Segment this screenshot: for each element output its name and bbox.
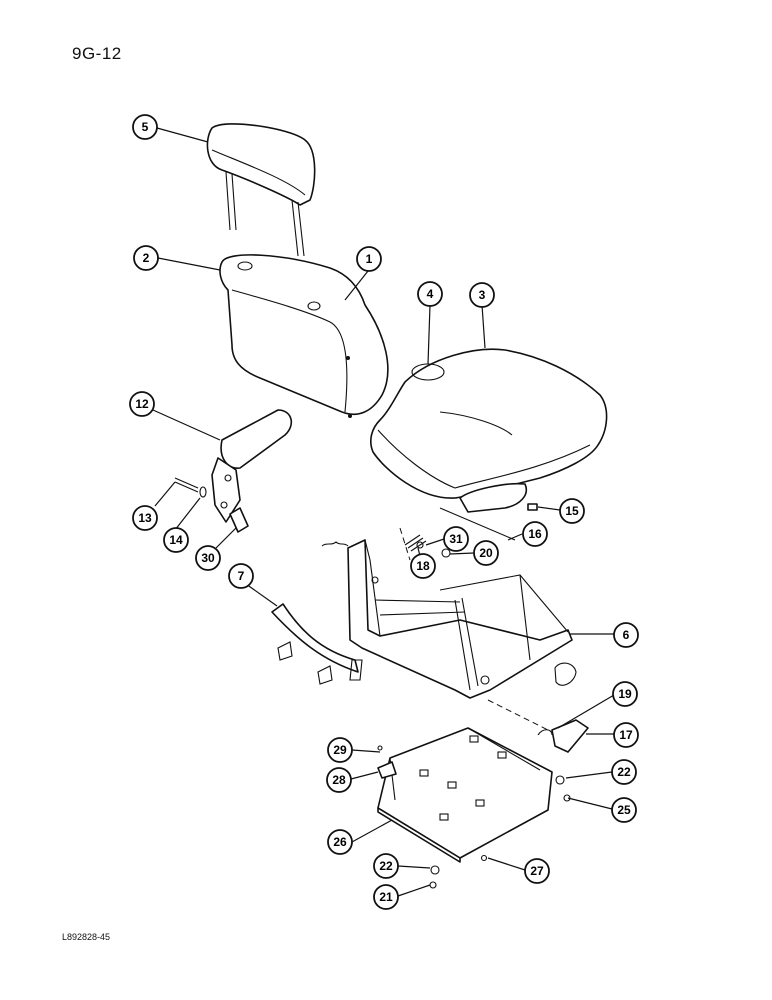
callout-30: 30 [195,545,221,571]
callout-6: 6 [613,622,639,648]
callout-label: 7 [238,569,245,583]
spring-and-hardware [321,503,538,558]
callout-label: 12 [135,397,149,411]
assembly-line [487,699,549,731]
callout-label: 26 [333,835,347,849]
callout-label: 22 [379,859,393,873]
callout-20: 20 [473,540,499,566]
callout-label: 13 [138,511,152,525]
callout-31: 31 [443,526,469,552]
headrest [206,123,316,257]
callout-label: 17 [619,728,633,742]
callout-label: 18 [416,559,430,573]
callout-14: 14 [163,527,189,553]
callout-label: 14 [169,533,183,547]
callout-4: 4 [417,281,443,307]
callout-18: 18 [410,553,436,579]
callout-13: 13 [132,505,158,531]
page-code: 9G-12 [72,44,122,63]
callout-29: 29 [327,737,353,763]
callout-7: 7 [228,563,254,589]
callout-12: 12 [129,391,155,417]
callout-label: 19 [618,687,632,701]
callout-label: 28 [332,773,346,787]
slide-base [377,727,571,889]
callout-22: 22 [611,759,637,785]
callout-label: 15 [565,504,579,518]
callout-label: 22 [617,765,631,779]
callout-17: 17 [613,722,639,748]
callout-label: 6 [623,628,630,642]
callout-19: 19 [612,681,638,707]
callout-label: 2 [143,251,150,265]
callout-label: 29 [333,743,347,757]
seat-frame [347,539,573,699]
callout-28: 28 [326,767,352,793]
callout-16: 16 [522,521,548,547]
callout-5: 5 [132,114,158,140]
callout-label: 25 [617,803,631,817]
callout-label: 30 [201,551,215,565]
callout-label: 20 [479,546,493,560]
callout-21: 21 [373,884,399,910]
callout-label: 21 [379,890,393,904]
backrest [219,254,389,418]
callout-25: 25 [611,797,637,823]
adjust-lever [537,662,589,753]
callout-15: 15 [559,498,585,524]
callout-2: 2 [133,245,159,271]
callout-22: 22 [373,853,399,879]
assembly-line [399,527,411,561]
callout-label: 4 [427,287,434,301]
suspension-strap [271,603,363,685]
callout-label: 27 [530,864,544,878]
armrest [174,409,293,533]
callout-1: 1 [356,246,382,272]
seat-cushion [370,348,608,513]
callout-label: 16 [528,527,542,541]
figure-code: L892828-45 [62,932,111,942]
callout-label: 3 [479,288,486,302]
leader-lines [152,127,615,897]
callout-3: 3 [469,282,495,308]
callout-26: 26 [327,829,353,855]
callout-27: 27 [524,858,550,884]
callout-label: 31 [449,532,463,546]
callout-label: 5 [142,120,149,134]
callouts: 5 2 1 4 3 12 13 14 30 15 16 31 18 20 7 6… [129,114,639,910]
callout-label: 1 [366,252,373,266]
